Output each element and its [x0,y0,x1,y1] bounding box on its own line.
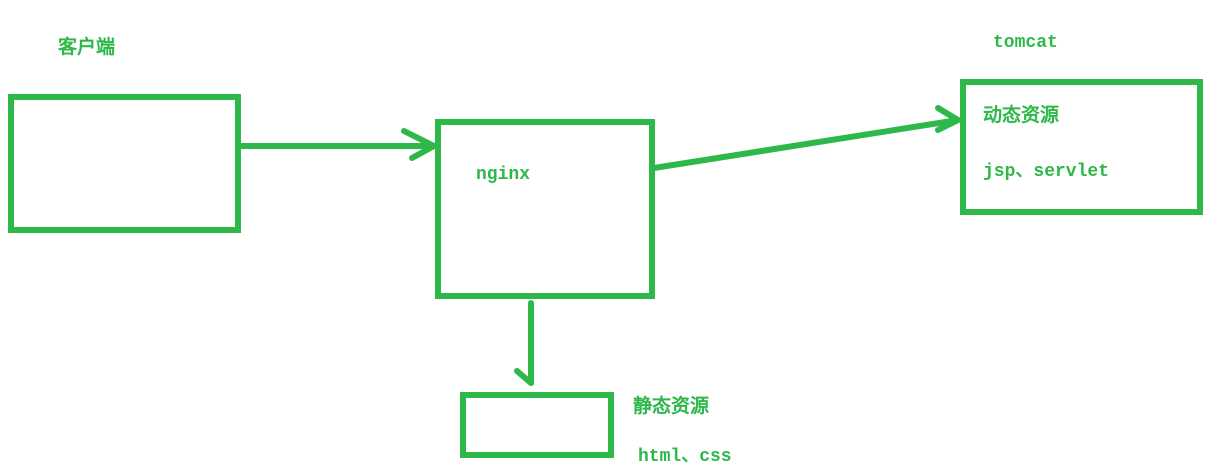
nginx-box [435,119,655,299]
nginx-to-tomcat-arrow [651,105,965,171]
client-box [8,94,241,233]
tomcat-title: tomcat [993,33,1058,53]
client-title: 客户端 [58,36,116,58]
static-line2: html、css [638,447,732,467]
tomcat-line1: 动态资源 [983,104,1060,126]
nginx-label: nginx [476,165,531,185]
static-line1: 静态资源 [633,395,710,417]
tomcat-line2: jsp、servlet [983,162,1110,182]
client-to-nginx-arrow [237,128,441,161]
static-box [460,392,614,458]
tomcat-box [960,79,1203,215]
nginx-to-static-arrow [514,300,534,386]
